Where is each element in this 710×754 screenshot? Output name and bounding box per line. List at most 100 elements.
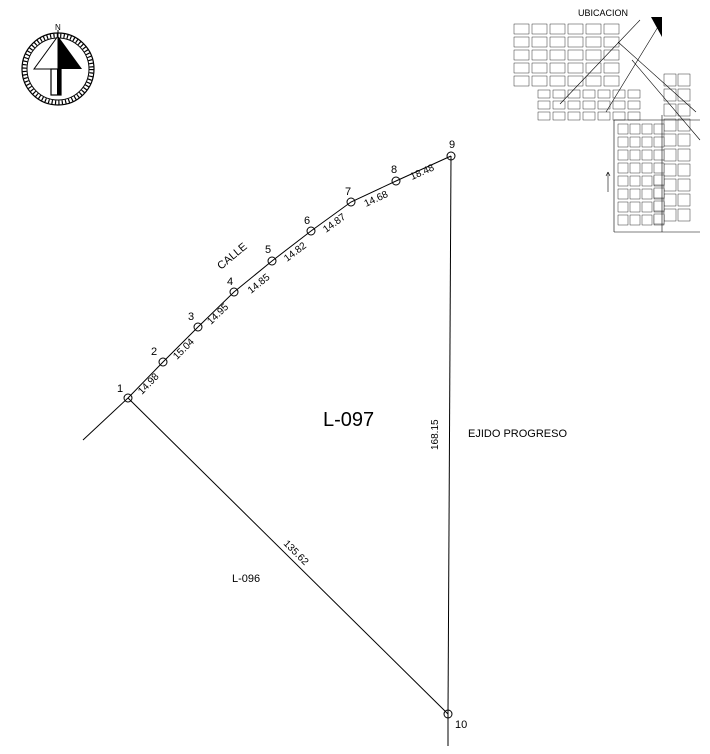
map-block (677, 73, 691, 87)
map-block (641, 123, 653, 135)
map-block (629, 201, 641, 213)
map-block (629, 136, 641, 148)
point-label: 6 (304, 215, 310, 227)
map-block (603, 36, 620, 48)
map-block (677, 133, 691, 147)
map-block (677, 118, 691, 132)
map-block (513, 62, 530, 74)
map-block (677, 163, 691, 177)
map-block (597, 100, 611, 110)
map-block (567, 62, 584, 74)
map-block (653, 187, 665, 199)
map-block (567, 100, 581, 110)
map-road (605, 21, 662, 113)
map-block (653, 123, 665, 135)
segment-lengths: 14.98 15.04 14.95 14.85 14.82 14.87 14.6… (136, 162, 436, 397)
north-label: N (55, 23, 61, 32)
lot-boundary (82, 155, 452, 746)
segment-length: 14.85 (246, 272, 273, 297)
map-block (629, 123, 641, 135)
map-block (641, 201, 653, 213)
map-block (677, 88, 691, 102)
map-block (549, 23, 566, 35)
map-block (629, 214, 641, 226)
map-block (549, 36, 566, 48)
map-block (531, 75, 548, 87)
diagonal-boundary-line (127, 397, 449, 715)
map-block (537, 89, 551, 99)
map-block (597, 89, 611, 99)
east-length-label: 168.15 (430, 419, 441, 450)
east-boundary-line (447, 155, 452, 715)
map-block (663, 148, 677, 162)
map-block (567, 111, 581, 121)
map-block (513, 75, 530, 87)
map-block (585, 49, 602, 61)
map-block (653, 162, 665, 174)
lot-label: L-097 (323, 409, 374, 431)
map-block (617, 123, 629, 135)
map-block (617, 149, 629, 161)
map-block (567, 23, 584, 35)
map-block (663, 103, 677, 117)
map-block (603, 49, 620, 61)
map-road (617, 41, 697, 113)
map-block (629, 175, 641, 187)
point-label: 2 (151, 346, 157, 358)
north-arrow-icon: N (21, 23, 95, 106)
segment-length: 14.95 (205, 302, 231, 328)
map-block (612, 89, 626, 99)
point-label: 8 (391, 164, 397, 176)
map-block (585, 36, 602, 48)
map-block (627, 100, 641, 110)
map-block (585, 23, 602, 35)
map-block (677, 208, 691, 222)
map-block (617, 214, 629, 226)
map-block (603, 75, 620, 87)
map-block (617, 201, 629, 213)
extension-line-sw (82, 397, 129, 441)
map-block (653, 213, 665, 225)
map-block (627, 111, 641, 121)
vertex-markers (123, 151, 456, 719)
map-block (567, 75, 584, 87)
map-block (677, 148, 691, 162)
street-boundary-line (127, 155, 452, 399)
map-block (663, 163, 677, 177)
map-block (641, 149, 653, 161)
street-label: CALLE (215, 241, 249, 273)
map-block (603, 62, 620, 74)
map-block (549, 49, 566, 61)
adjacent-south-label: L-096 (232, 573, 260, 585)
map-block (537, 111, 551, 121)
map-block (617, 136, 629, 148)
map-block (585, 62, 602, 74)
map-block (677, 103, 691, 117)
location-map: UBICACION (513, 8, 701, 233)
map-block (582, 100, 596, 110)
segment-length: 18.48 (409, 162, 437, 182)
map-block (531, 36, 548, 48)
map-block (612, 111, 626, 121)
map-block (641, 188, 653, 200)
map-block (677, 178, 691, 192)
map-block (582, 111, 596, 121)
map-block (531, 62, 548, 74)
point-label: 4 (227, 276, 233, 288)
map-block (653, 149, 665, 161)
map-block (582, 89, 596, 99)
point-label: 3 (188, 311, 194, 323)
map-block (552, 89, 566, 99)
map-block (597, 111, 611, 121)
vertex-labels: 1 2 3 4 5 6 7 8 9 10 (117, 139, 467, 731)
map-block (663, 208, 677, 222)
map-block (663, 118, 677, 132)
map-block (537, 100, 551, 110)
map-block (653, 136, 665, 148)
segment-length: 14.87 (321, 212, 348, 236)
map-block (513, 49, 530, 61)
map-block (552, 100, 566, 110)
map-road (559, 19, 641, 105)
map-block (663, 133, 677, 147)
